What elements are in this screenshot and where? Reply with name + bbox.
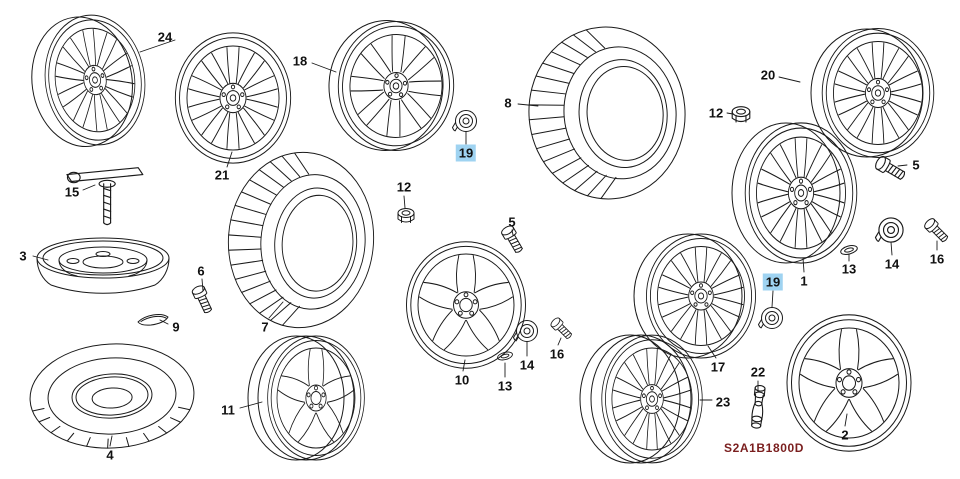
callout-6[interactable]: 6	[197, 263, 205, 279]
part-11-alloy-wheel-graphic	[247, 335, 364, 461]
callout-21[interactable]: 21	[214, 167, 230, 183]
part-21-alloy-wheel-graphic	[175, 33, 290, 163]
part-24-alloy-wheel-graphic	[31, 9, 154, 154]
callout-19-highlighted[interactable]: 19	[762, 273, 784, 291]
callout-16[interactable]: 16	[549, 346, 565, 362]
part-16-wheel-bolt-graphic-b	[548, 315, 575, 342]
part-12-wheel-nut-graphic-b	[397, 208, 415, 223]
callout-5[interactable]: 5	[912, 157, 920, 173]
callout-10[interactable]: 10	[454, 372, 470, 388]
callout-18[interactable]: 18	[292, 53, 308, 69]
part-5-wheel-bolt-graphic-a	[873, 154, 908, 184]
part-14-cap-nut-graphic-b	[513, 320, 538, 342]
callout-17[interactable]: 17	[710, 359, 726, 375]
part-19-cap-nut-graphic-b	[758, 307, 783, 329]
part-18-alloy-wheel-graphic	[328, 18, 457, 154]
part-8-tire-graphic	[521, 20, 693, 206]
part-12-wheel-nut-graphic-a	[731, 106, 751, 123]
callout-5[interactable]: 5	[508, 214, 516, 230]
callout-23[interactable]: 23	[715, 394, 731, 410]
callout-13[interactable]: 13	[497, 378, 513, 394]
diagram-part-code: S2A1B1800D	[724, 441, 805, 455]
callout-8[interactable]: 8	[504, 95, 512, 111]
callout-22[interactable]: 22	[750, 364, 766, 380]
part-9-balance-weight-graphic	[137, 314, 169, 326]
part-7-tire-graphic	[222, 146, 380, 334]
part-3-steel-rim-graphic	[36, 237, 170, 294]
part-10-alloy-wheel-graphic	[406, 242, 525, 368]
callout-14[interactable]: 14	[884, 256, 900, 272]
callout-4[interactable]: 4	[106, 447, 114, 463]
callout-12[interactable]: 12	[708, 105, 724, 121]
part-16-wheel-bolt-graphic-a	[922, 216, 951, 245]
part-4-spare-tire-graphic	[26, 339, 198, 453]
part-23-alloy-wheel-graphic	[579, 334, 702, 464]
callout-12[interactable]: 12	[396, 179, 412, 195]
callout-15[interactable]: 15	[64, 184, 80, 200]
callout-13[interactable]: 13	[841, 261, 857, 277]
callout-11[interactable]: 11	[221, 402, 235, 418]
callout-20[interactable]: 20	[760, 67, 776, 83]
part-20-alloy-wheel-graphic	[810, 29, 934, 158]
callout-24[interactable]: 24	[157, 29, 173, 45]
part-19-cap-nut-graphic-a	[452, 110, 477, 132]
part-1-alloy-wheel-graphic	[731, 123, 857, 263]
leader-lines	[32, 39, 938, 447]
callout-1[interactable]: 1	[800, 273, 808, 289]
callout-16[interactable]: 16	[929, 251, 945, 267]
callout-3[interactable]: 3	[19, 248, 27, 264]
part-17-alloy-wheel-graphic	[633, 233, 756, 359]
callout-14[interactable]: 14	[519, 357, 535, 373]
part-14-cap-nut-graphic-a	[874, 217, 904, 243]
callout-2[interactable]: 2	[841, 427, 849, 443]
callout-9[interactable]: 9	[172, 319, 180, 335]
callout-19-highlighted[interactable]: 19	[455, 144, 477, 162]
callout-7[interactable]: 7	[261, 319, 269, 335]
